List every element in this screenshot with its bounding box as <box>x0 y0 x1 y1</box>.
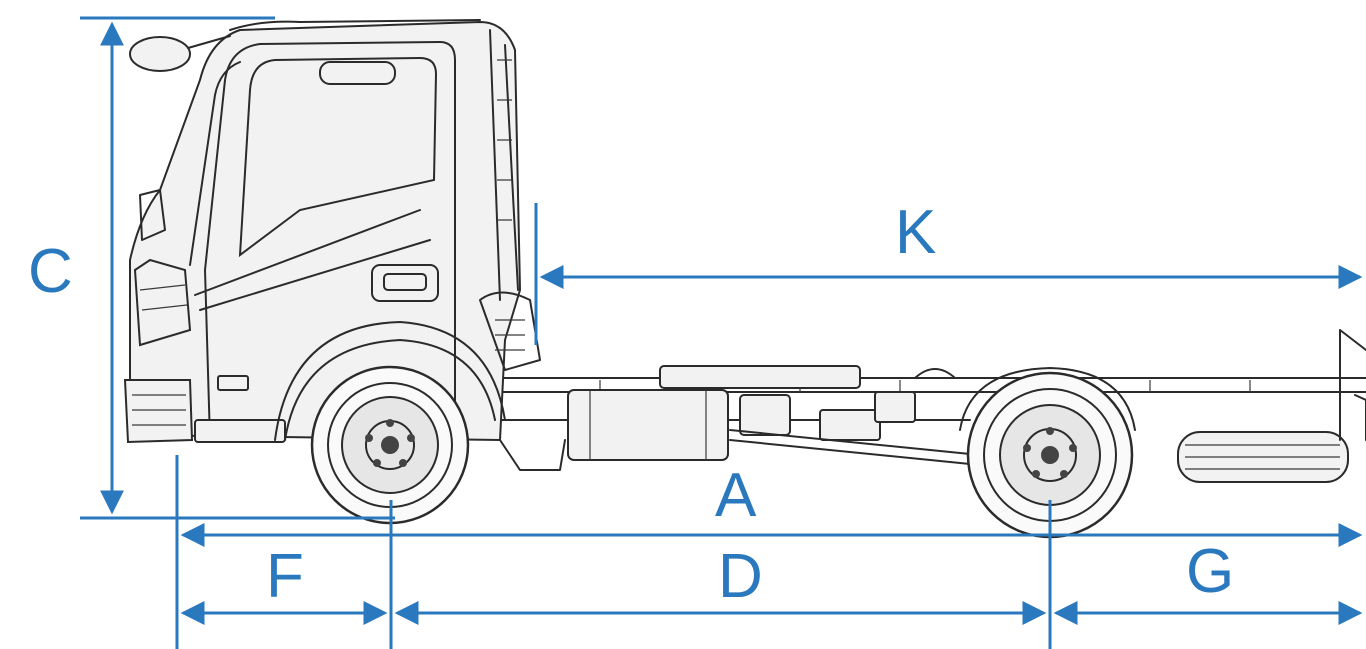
dimension-a-label: A <box>715 461 757 530</box>
fuel-tank <box>567 389 729 461</box>
dimension-d-label: D <box>718 542 763 611</box>
drive-shaft-lower <box>729 439 981 466</box>
dimension-c: C <box>28 16 395 520</box>
dimension-c-label: C <box>28 237 73 306</box>
frame-rear-end <box>1339 329 1366 441</box>
front-wheel <box>310 365 470 525</box>
air-tank <box>914 368 956 379</box>
dimension-f: F <box>180 542 388 625</box>
rear-spare-tire <box>1177 431 1349 483</box>
rear-fender <box>959 367 1136 431</box>
engine-components <box>479 291 566 471</box>
dimension-g-label: G <box>1186 537 1234 606</box>
drive-shaft <box>729 429 981 456</box>
rear-wheel <box>966 371 1134 539</box>
dimension-k-label: K <box>895 198 936 267</box>
dimension-f-label: F <box>266 542 304 611</box>
dimension-a: A <box>180 461 1363 547</box>
cab-body <box>123 19 522 444</box>
battery-box <box>659 365 916 441</box>
truck-illustration <box>123 19 1366 539</box>
dimension-g: G <box>1053 537 1363 625</box>
dimension-d: D <box>394 542 1047 625</box>
front-wheel-arch <box>284 339 496 441</box>
dimension-k: K <box>534 198 1363 345</box>
front-fender <box>274 321 506 441</box>
